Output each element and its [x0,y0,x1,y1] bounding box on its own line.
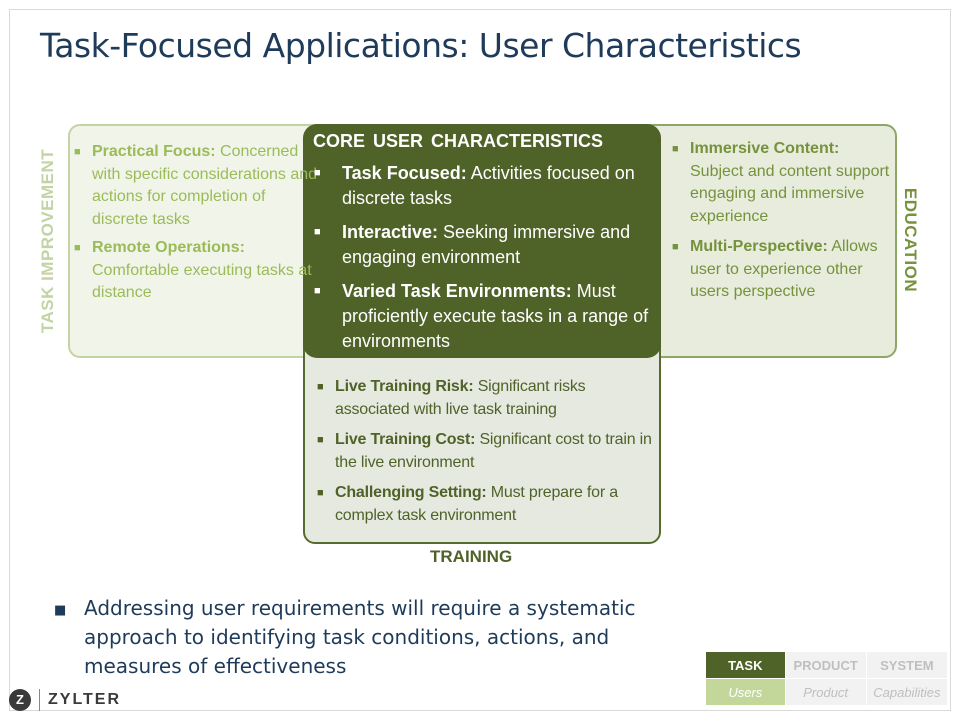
list-item: ■ Interactive: Seeking immersive and enga… [314,220,654,270]
training-box [303,330,661,544]
list-item: ■ Live Training Cost: Significant cost to… [317,429,652,474]
education-label: EDUCATION [901,187,920,293]
square-bullet-icon: ■ [317,434,324,446]
item-term: Remote Operations: [92,239,245,256]
list-item: ■ Remote Operations: Comfortable executin… [74,237,324,305]
training-list: ■ Live Training Risk: Significant risks a… [317,376,652,535]
item-desc: Must proficiently execute tasks in a ran… [342,281,649,351]
item-term: Live Training Cost: [335,431,476,448]
task-improvement-list: ■ Practical Focus: Concerned with specifi… [74,141,324,311]
summary-note-text: Addressing user requirements will requir… [84,596,636,678]
item-desc: Comfortable executing tasks at distance [92,261,312,302]
core-characteristics-box [303,124,661,358]
item-desc: Concerned with specific considerations a… [92,143,318,228]
logo-text: ZYLTER [48,691,122,708]
item-desc: Activities focused on discrete tasks [342,163,635,208]
task-improvement-box [68,124,328,358]
list-item: ■ Live Training Risk: Significant risks a… [317,376,652,421]
square-bullet-icon: ■ [314,285,321,297]
list-item: ■ Task Focused: Activities focused on dis… [314,161,654,211]
training-label: TRAINING [430,547,513,566]
item-term: Immersive Content: [690,140,840,157]
item-term: Varied Task Environments: [342,281,572,301]
list-item: ■ Varied Task Environments: Must proficie… [314,279,654,354]
square-bullet-icon: ■ [74,146,81,158]
company-logo: Z ZYLTER [9,689,121,711]
section-nav: TASK PRODUCT SYSTEM Users Product Capabi… [705,651,949,706]
nav-subtab-product[interactable]: Product [784,678,867,706]
education-box [636,124,897,358]
square-bullet-icon: ■ [672,143,679,155]
nav-subtab-capabilities[interactable]: Capabilities [865,678,949,706]
list-item: ■ Practical Focus: Concerned with specifi… [74,141,324,231]
nav-tab-product[interactable]: PRODUCT [784,651,867,679]
square-bullet-icon: ■ [672,241,679,253]
square-bullet-icon: ■ [317,487,324,499]
core-heading: CORE USER CHARACTERISTICS [313,131,604,151]
item-desc: Significant risks associated with live t… [335,378,586,418]
item-term: Multi-Perspective: [690,238,828,255]
task-improvement-label: TASK IMPROVEMENT [38,148,57,334]
item-desc: Significant cost to train in the live en… [335,431,652,471]
square-bullet-icon: ■ [54,603,67,618]
item-term: Practical Focus: [92,143,216,160]
nav-subtab-users[interactable]: Users [705,678,786,706]
list-item: ■ Multi-Perspective: Allows user to exper… [672,236,892,304]
page-title: Task-Focused Applications: User Characte… [40,26,802,65]
square-bullet-icon: ■ [314,226,321,238]
list-item: ■ Immersive Content: Subject and content … [672,138,892,228]
item-desc: Seeking immersive and engaging environme… [342,222,631,267]
education-list: ■ Immersive Content: Subject and content … [672,138,892,312]
nav-tab-system[interactable]: SYSTEM [865,651,949,679]
square-bullet-icon: ■ [74,242,81,254]
core-list: ■ Task Focused: Activities focused on dis… [314,161,654,363]
summary-note: ■ Addressing user requirements will requi… [54,594,704,681]
square-bullet-icon: ■ [314,167,321,179]
item-desc: Must prepare for a complex task environm… [335,484,618,524]
logo-divider [39,689,40,711]
item-desc: Allows user to experience other users pe… [690,238,878,300]
item-term: Task Focused: [342,163,467,183]
nav-tab-task[interactable]: TASK [705,651,786,679]
item-term: Interactive: [342,222,439,242]
square-bullet-icon: ■ [317,381,324,393]
item-term: Live Training Risk: [335,378,474,395]
item-term: Challenging Setting: [335,484,487,501]
item-desc: Subject and content support engaging and… [690,162,890,225]
logo-mark-icon: Z [9,689,31,711]
list-item: ■ Challenging Setting: Must prepare for a… [317,482,652,527]
